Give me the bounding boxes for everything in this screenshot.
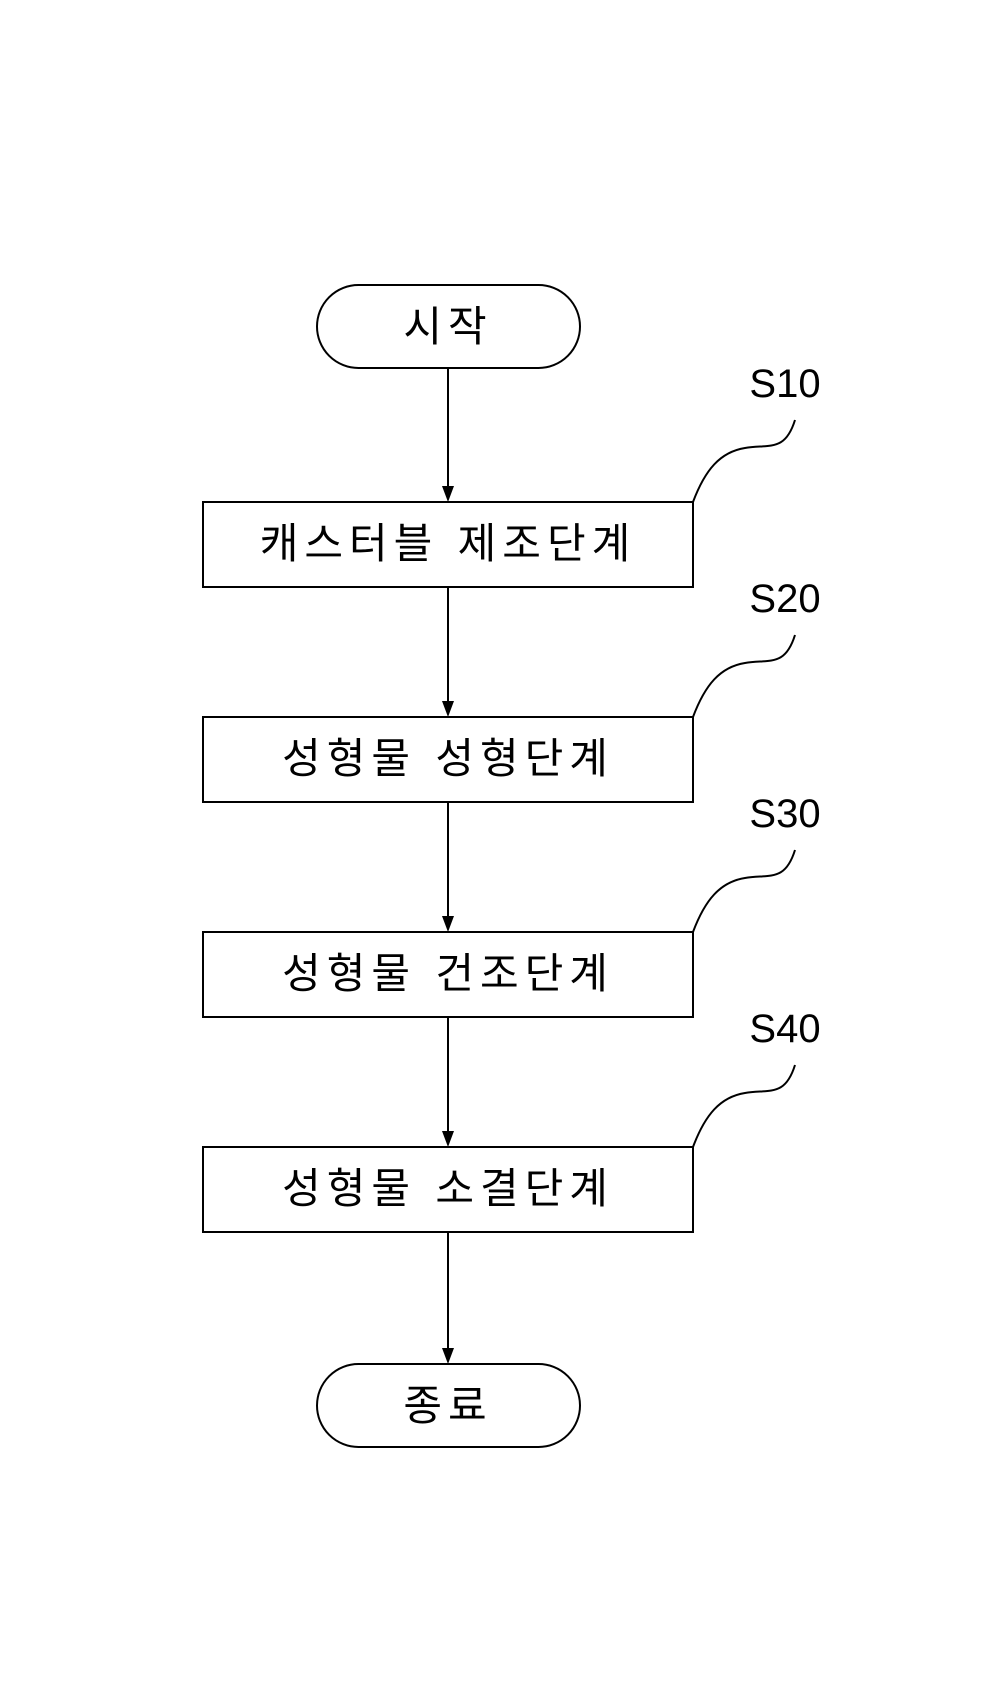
edge-start-to-s10 [442,368,454,502]
step-s30-label: 성형물 건조단계 [282,949,614,998]
end-node-label: 종료 [403,1381,492,1430]
step-s40-leader-line [693,1065,795,1147]
step-s20-label: 성형물 성형단계 [282,734,614,783]
step-s20: 성형물 성형단계 S20 [203,577,821,802]
step-s40-id: S40 [749,1007,820,1051]
edge-s40-to-end [442,1232,454,1364]
step-s40: 성형물 소결단계 S40 [203,1007,821,1232]
start-node-label: 시작 [403,302,492,351]
step-s10-leader-line [693,420,795,502]
step-s30-id: S30 [749,792,820,836]
step-s30-leader-line [693,850,795,932]
end-node: 종료 [317,1364,580,1447]
step-s10: 캐스터블 제조단계 S10 [203,362,821,587]
edge-s30-to-s40 [442,1017,454,1147]
edge-s10-to-s20 [442,587,454,717]
step-s30: 성형물 건조단계 S30 [203,792,821,1017]
step-s20-id: S20 [749,577,820,621]
edge-s20-to-s30 [442,802,454,932]
step-s20-leader-line [693,635,795,717]
step-s40-label: 성형물 소결단계 [282,1164,614,1213]
start-node: 시작 [317,285,580,368]
step-s10-id: S10 [749,362,820,406]
step-s10-label: 캐스터블 제조단계 [260,519,636,568]
